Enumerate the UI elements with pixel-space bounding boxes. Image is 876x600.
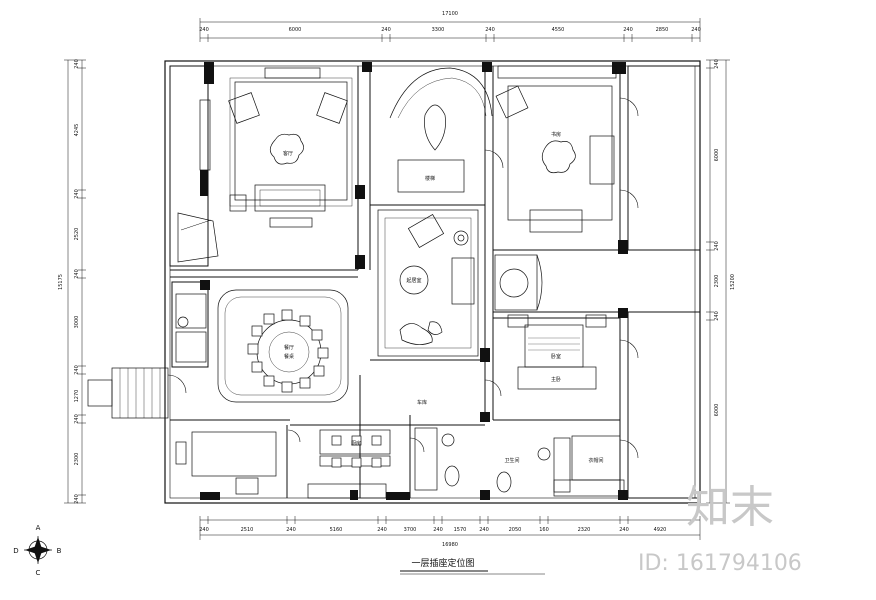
room-kitchen: 厨房: [351, 440, 361, 447]
doors: [167, 97, 639, 459]
dim-right-3: 240: [714, 241, 720, 251]
compass-icon: [24, 536, 52, 564]
wall-columns: [200, 62, 628, 500]
watermark-brand: 知末: [686, 482, 774, 533]
dim-left-1: 240: [74, 59, 80, 69]
dim-left-2: 4245: [74, 124, 80, 137]
dim-bottom-13: 240: [619, 527, 629, 533]
dim-bottom-12: 2320: [578, 527, 591, 533]
dim-top-7: 240: [623, 27, 633, 33]
room-bed: 主卧: [551, 376, 561, 383]
dim-bottom-7: 240: [433, 527, 443, 533]
dim-bottom-11: 160: [539, 527, 549, 533]
room-living: 客厅: [283, 150, 293, 157]
compass-d: D: [13, 547, 18, 555]
dim-bottom-5: 240: [377, 527, 387, 533]
dim-bottom-8: 1570: [454, 527, 467, 533]
compass-labels: A B C D: [13, 524, 61, 577]
room-dining-table: 餐桌: [284, 353, 294, 360]
watermark-id: ID: 161794106: [638, 551, 802, 576]
dim-top-8: 2850: [656, 27, 669, 33]
dim-left-5: 240: [74, 269, 80, 279]
dim-top-4: 3300: [432, 27, 445, 33]
room-study: 书房: [551, 131, 561, 138]
dim-left-6: 3000: [74, 316, 80, 329]
room-dining: 餐厅: [284, 344, 294, 351]
dim-top-total: 17100: [442, 11, 458, 17]
dim-bottom-10: 2050: [509, 527, 522, 533]
dim-bottom-14: 4920: [654, 527, 667, 533]
dim-bottom-3: 240: [286, 527, 296, 533]
dim-right-6: 6000: [714, 404, 720, 417]
dim-left-total: 15175: [58, 274, 64, 290]
dim-bottom-total: 16980: [442, 542, 458, 548]
dim-top-1: 240: [199, 27, 209, 33]
dim-bottom-9: 240: [479, 527, 489, 533]
dim-right-4: 2300: [714, 275, 720, 288]
dim-left-7: 240: [74, 365, 80, 375]
dimension-lines: [64, 18, 730, 540]
dim-right-total: 15200: [730, 274, 736, 290]
dim-bottom-2: 2510: [241, 527, 254, 533]
dim-left-10: 2300: [74, 453, 80, 466]
dim-left-4: 2520: [74, 228, 80, 241]
dim-top-5: 240: [485, 27, 495, 33]
dim-top-6: 4550: [552, 27, 565, 33]
room-labels: 客厅 书房 楼梯 起居室 餐厅 餐桌 卧室 主卧 厨房 卫生间 衣帽间 车库: [283, 131, 604, 464]
dim-left-8: 1270: [74, 390, 80, 403]
dim-top-9: 240: [691, 27, 701, 33]
dim-left-3: 240: [74, 189, 80, 199]
furniture: [87, 65, 625, 499]
dim-bottom-4: 5160: [330, 527, 343, 533]
dim-left-11: 240: [74, 494, 80, 504]
dim-top-3: 240: [381, 27, 391, 33]
plan-title: 一层插座定位图: [411, 557, 474, 569]
room-bath: 卫生间: [504, 457, 519, 464]
dim-bottom-1: 240: [199, 527, 209, 533]
dim-right-5: 240: [714, 311, 720, 321]
chairs: [247, 309, 382, 468]
compass-a: A: [36, 524, 41, 532]
dim-right-1: 240: [714, 59, 720, 69]
compass-b: B: [57, 547, 62, 555]
compass-c: C: [36, 569, 41, 577]
dim-left-9: 240: [74, 414, 80, 424]
room-lounge: 起居室: [406, 277, 421, 284]
dimension-texts: 17100 240 6000 240 3300 240 4550 240 285…: [58, 11, 736, 548]
watermark: 知末 ID: 161794106: [638, 482, 802, 576]
dim-right-2: 6000: [714, 149, 720, 162]
drawing-title: 一层插座定位图: [400, 557, 545, 575]
dim-top-2: 6000: [289, 27, 302, 33]
room-bedroom: 卧室: [551, 353, 561, 360]
room-stair: 楼梯: [425, 175, 435, 182]
dim-bottom-6: 3700: [404, 527, 417, 533]
room-cloak: 衣帽间: [588, 457, 603, 464]
room-garage: 车库: [417, 399, 427, 406]
